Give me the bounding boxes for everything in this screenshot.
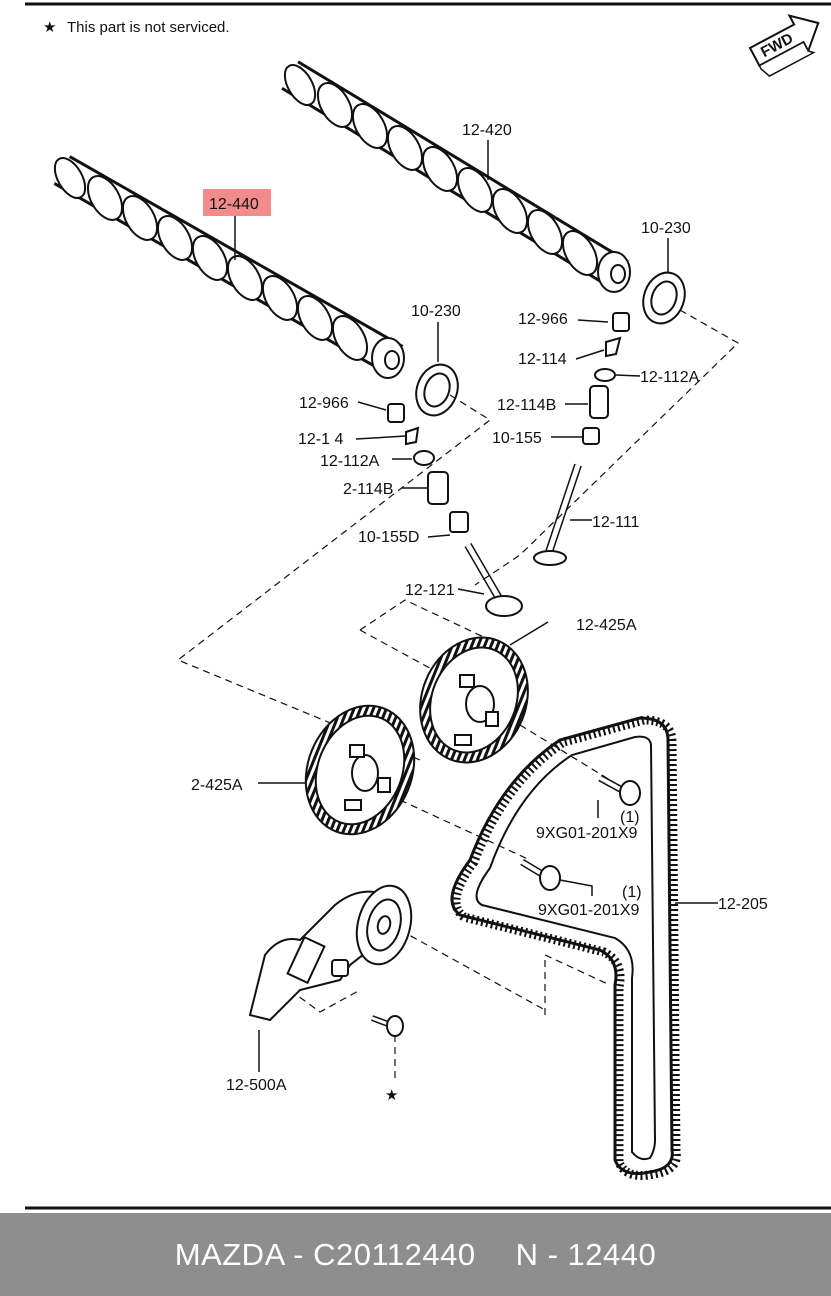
label-12-114-left: 12-1 4 [298, 431, 343, 448]
label-bolt-lower: 9XG01-201X9 [538, 902, 640, 919]
label-10-155: 10-155 [492, 430, 542, 447]
oil-seal-right-icon [642, 271, 686, 325]
label-bolt-upper: 9XG01-201X9 [536, 825, 638, 842]
bolt-upper-icon [598, 774, 641, 806]
timing-belt-icon [450, 715, 681, 1180]
label-12-114b-right: 12-114B [497, 397, 556, 414]
label-12-966-right: 12-966 [518, 311, 568, 328]
label-bolt-lower-qty: (1) [622, 884, 642, 901]
camshaft-pulley-right-icon [419, 636, 529, 764]
label-10-230-right: 10-230 [641, 220, 691, 237]
oil-seal-left-icon [415, 363, 459, 417]
label-bolt-upper-qty: (1) [620, 809, 640, 826]
note-star: ★ [43, 19, 56, 36]
label-12-425a-right: 12-425A [576, 617, 637, 634]
label-12-121: 12-121 [405, 582, 455, 599]
valve-stack-left-icon [387, 403, 523, 617]
camshaft-exhaust-icon [281, 60, 631, 293]
note-text: This part is not serviced. [67, 19, 230, 36]
tensioner-icon [248, 884, 413, 1022]
footer-bar: MAZDA - C20112440 N - 12440 [0, 1213, 831, 1296]
footer-brand: MAZDA - C20112440 [174, 1236, 476, 1272]
label-12-425a-left: 2-425A [191, 777, 243, 794]
footer-part-number: N - 12440 [515, 1236, 657, 1272]
label-12-112a-left: 12-112A [320, 453, 380, 470]
label-12-440: 12-440 [209, 196, 259, 213]
label-12-111: 12-111 [592, 514, 640, 531]
label-10-155d: 10-155D [358, 529, 419, 546]
label-12-205: 12-205 [718, 896, 768, 913]
label-12-114b-left: 2-114B [343, 481, 393, 498]
fwd-arrow-icon: FWD [748, 14, 820, 77]
label-12-420: 12-420 [462, 122, 512, 139]
label-12-966-left: 12-966 [299, 395, 349, 412]
star-marker: ★ [385, 1087, 398, 1104]
guide-lines [176, 309, 739, 1080]
label-10-230-left: 10-230 [411, 303, 461, 320]
valve-stack-right-icon [533, 312, 630, 566]
tensioner-bolt-icon [370, 1015, 404, 1037]
label-12-112a-right: 12-112A [640, 369, 700, 386]
highlight-12-440 [203, 189, 271, 216]
camshaft-intake-icon [53, 155, 405, 379]
label-12-500a: 12-500A [226, 1077, 287, 1094]
camshaft-pulley-left-icon [304, 704, 416, 836]
bolt-lower-icon [520, 858, 561, 891]
label-12-114-right: 12-114 [518, 351, 567, 368]
